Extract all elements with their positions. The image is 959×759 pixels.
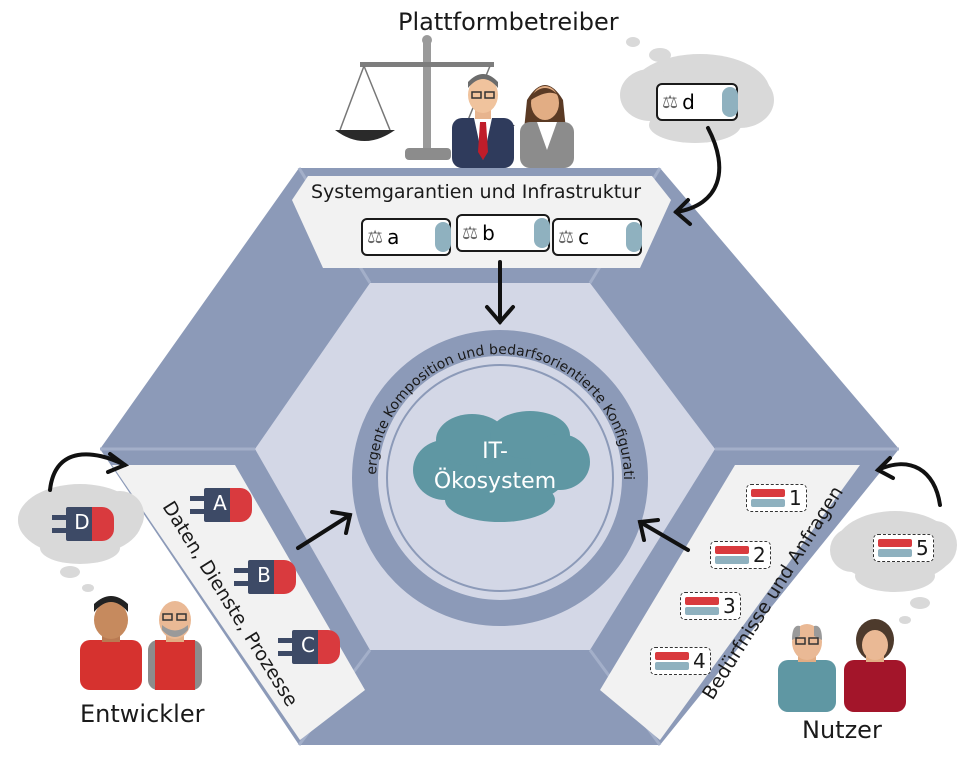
- component-plug-b: B: [234, 560, 298, 594]
- arrow-right-to-center: [638, 520, 690, 552]
- guarantee-letter-c: c: [578, 225, 590, 249]
- role-operator: Plattformbetreiber: [398, 8, 619, 36]
- component-plug-c: C: [278, 630, 342, 664]
- arrow-left-to-center: [296, 513, 352, 550]
- role-developer: Entwickler: [80, 700, 205, 728]
- request-number-3: 3: [723, 594, 736, 618]
- guarantee-chip-c: ⚖ c: [552, 218, 642, 256]
- request-bars: [751, 488, 785, 508]
- thought-cloud-user: [830, 511, 957, 624]
- center-label-line2: Ökosystem: [434, 468, 556, 494]
- request-number-1: 1: [789, 486, 802, 510]
- guarantee-letter-d: d: [682, 90, 695, 114]
- scales-small-icon: ⚖: [462, 222, 479, 244]
- request-bars: [685, 596, 719, 616]
- component-letter-b: B: [257, 563, 271, 587]
- guarantee-chip-d: ⚖ d: [656, 83, 738, 121]
- guarantee-letter-a: a: [387, 225, 400, 249]
- developer-man-icon: [80, 596, 142, 690]
- guarantee-cap: [722, 87, 738, 117]
- elderly-man-icon: [778, 624, 836, 712]
- component-plug-d: D: [52, 507, 116, 541]
- arrows: [48, 126, 942, 552]
- section-top-label: Systemgarantien und Infrastruktur: [311, 181, 642, 203]
- guarantee-letter-b: b: [482, 221, 495, 245]
- scales-small-icon: ⚖: [558, 226, 575, 248]
- composition-ring: [352, 330, 648, 626]
- request-bars: [655, 651, 689, 671]
- scales-small-icon: ⚖: [662, 91, 679, 113]
- guarantee-chip-a: ⚖ a: [361, 218, 451, 256]
- arrow-user-to-right: [876, 462, 942, 507]
- component-letter-d: D: [74, 510, 90, 534]
- arrow-developer-to-left: [48, 452, 127, 492]
- it-ecosystem-cloud: [413, 411, 590, 522]
- guarantee-cap: [435, 222, 451, 252]
- request-card-2: 2: [710, 541, 771, 569]
- request-card-4: 4: [650, 647, 711, 675]
- businesswoman-icon: [520, 85, 574, 168]
- developer-bald-man-icon: [148, 601, 202, 690]
- request-card-1: 1: [746, 484, 807, 512]
- request-number-2: 2: [753, 543, 766, 567]
- businessman-icon: [452, 74, 514, 168]
- guarantee-cap: [626, 222, 642, 252]
- request-bars: [878, 538, 912, 558]
- arrow-operator-to-top: [674, 126, 722, 214]
- center-label-line1: IT-: [482, 439, 508, 464]
- guarantee-chip-b: ⚖ b: [456, 214, 550, 252]
- request-number-4: 4: [693, 649, 706, 673]
- role-user: Nutzer: [802, 716, 882, 744]
- request-bars: [715, 545, 749, 565]
- scales-small-icon: ⚖: [367, 226, 384, 248]
- component-letter-a: A: [213, 491, 227, 515]
- component-plug-a: A: [190, 488, 254, 522]
- request-number-5: 5: [916, 536, 929, 560]
- elderly-woman-icon: [844, 619, 906, 712]
- left-section-panel: [112, 465, 365, 740]
- guarantee-cap: [534, 218, 550, 248]
- request-card-3: 3: [680, 592, 741, 620]
- request-card-5: 5: [873, 534, 934, 562]
- component-letter-c: C: [301, 633, 315, 657]
